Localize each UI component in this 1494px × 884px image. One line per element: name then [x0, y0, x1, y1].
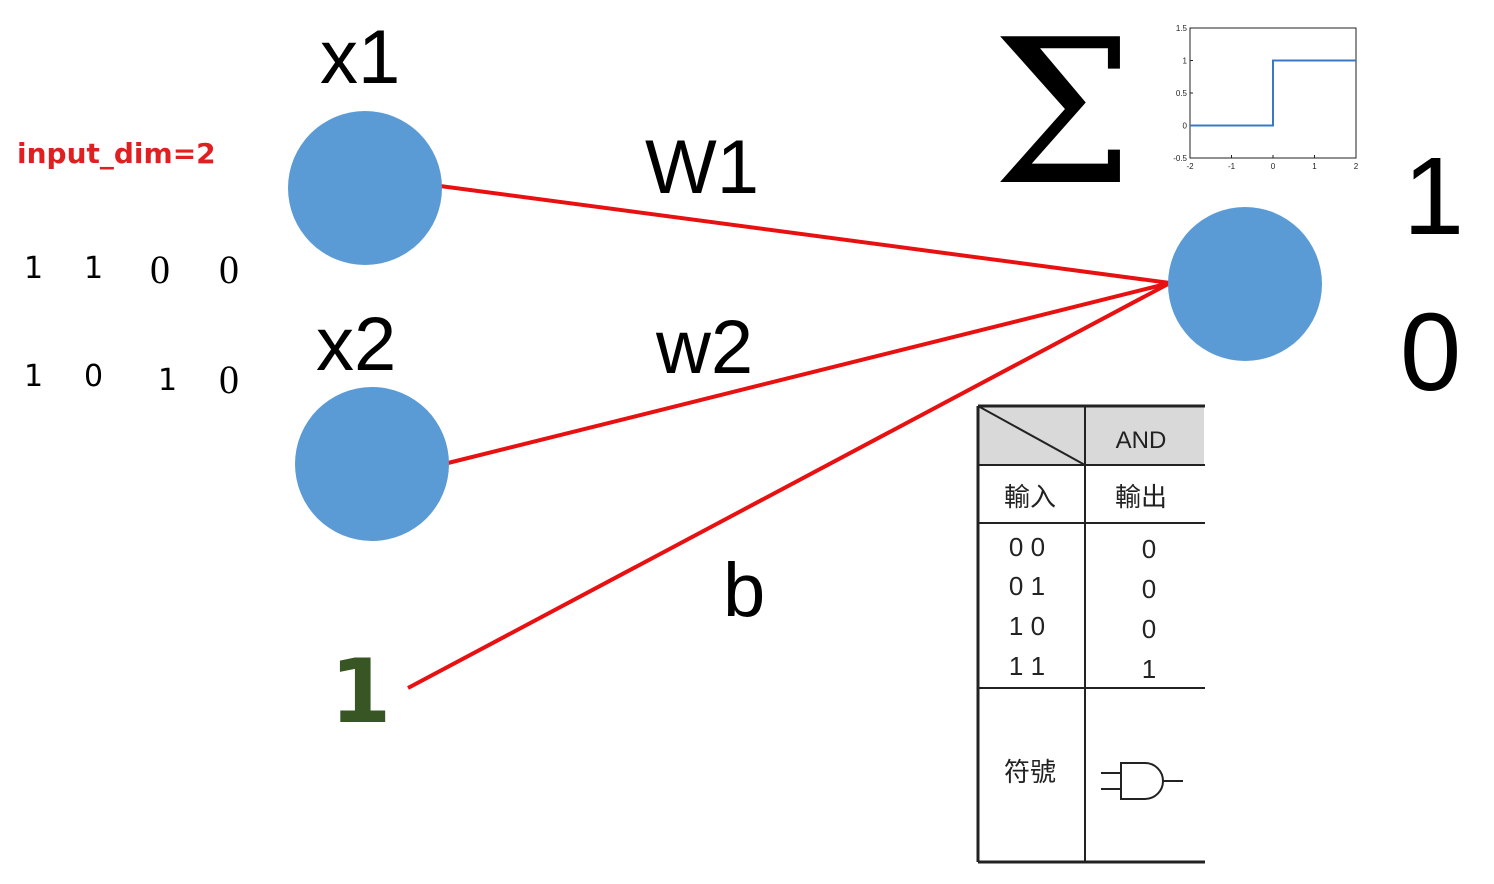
row-output: 1 — [1142, 654, 1156, 684]
row-output: 0 — [1142, 614, 1156, 644]
edge-bias — [407, 281, 1171, 690]
weight-w2-label: w2 — [656, 305, 754, 390]
x-tick-label: 2 — [1354, 162, 1359, 171]
step-function-plot: -2 -1 0 1 2 1.5 1 0.5 0 -0.5 — [1173, 24, 1359, 171]
input-bit: 0 — [219, 247, 239, 292]
row-input: 1 1 — [1009, 651, 1045, 681]
weight-w1-label: W1 — [645, 125, 759, 210]
x-tick-label: -2 — [1186, 162, 1194, 171]
output-value: 0 — [1400, 291, 1462, 414]
header-diagonal — [977, 405, 1086, 466]
row-input: 0 0 — [1009, 532, 1045, 562]
input-bit: 1 — [158, 363, 178, 398]
row-output: 0 — [1142, 534, 1156, 564]
y-tick-label: 1 — [1183, 57, 1188, 66]
output-node — [1168, 207, 1322, 361]
y-tick-label: 1.5 — [1176, 24, 1188, 33]
table-header-bg — [978, 406, 1204, 465]
input-header: 輸入 — [1004, 482, 1056, 512]
edge-w1 — [439, 184, 1171, 285]
step-line — [1190, 59, 1356, 127]
y-tick-label: 0.5 — [1176, 89, 1188, 98]
input-bit: 0 — [84, 359, 104, 394]
x2-label: x2 — [316, 302, 397, 387]
row-input: 0 1 — [1009, 571, 1045, 601]
row-input: 1 0 — [1009, 611, 1045, 641]
input-bit: 1 — [84, 251, 104, 286]
and-truth-table: AND 輸入 輸出 0 0 0 0 1 0 1 0 0 1 1 1 符號 — [976, 404, 1205, 864]
x1-label: x1 — [320, 15, 401, 100]
y-tick-label: 0 — [1183, 122, 1188, 131]
row-output: 0 — [1142, 574, 1156, 604]
edge-w2 — [447, 281, 1171, 465]
bias-weight-label: b — [723, 548, 766, 633]
plot-ticks: -2 -1 0 1 2 1.5 1 0.5 0 -0.5 — [1173, 24, 1359, 171]
input-node-x1 — [288, 111, 442, 265]
x-tick-label: 1 — [1312, 162, 1317, 171]
input-bit: 1 — [24, 359, 44, 394]
input-node-x2 — [295, 387, 449, 541]
input-bit: 1 — [24, 251, 44, 286]
input-dim-label: input_dim=2 — [17, 137, 216, 170]
x-tick-label: -1 — [1228, 162, 1236, 171]
sum-symbol: Σ — [992, 0, 1134, 230]
symbol-label: 符號 — [1004, 757, 1056, 787]
gate-name: AND — [1116, 427, 1167, 454]
input-bit: 0 — [219, 357, 239, 402]
input-bit: 0 — [150, 247, 170, 292]
output-value: 1 — [1403, 135, 1465, 258]
y-tick-label: -0.5 — [1173, 154, 1187, 163]
x-tick-label: 0 — [1271, 162, 1276, 171]
bias-input-label: 1 — [330, 640, 392, 743]
and-gate-icon — [1101, 762, 1183, 800]
output-header: 輸出 — [1115, 482, 1167, 512]
